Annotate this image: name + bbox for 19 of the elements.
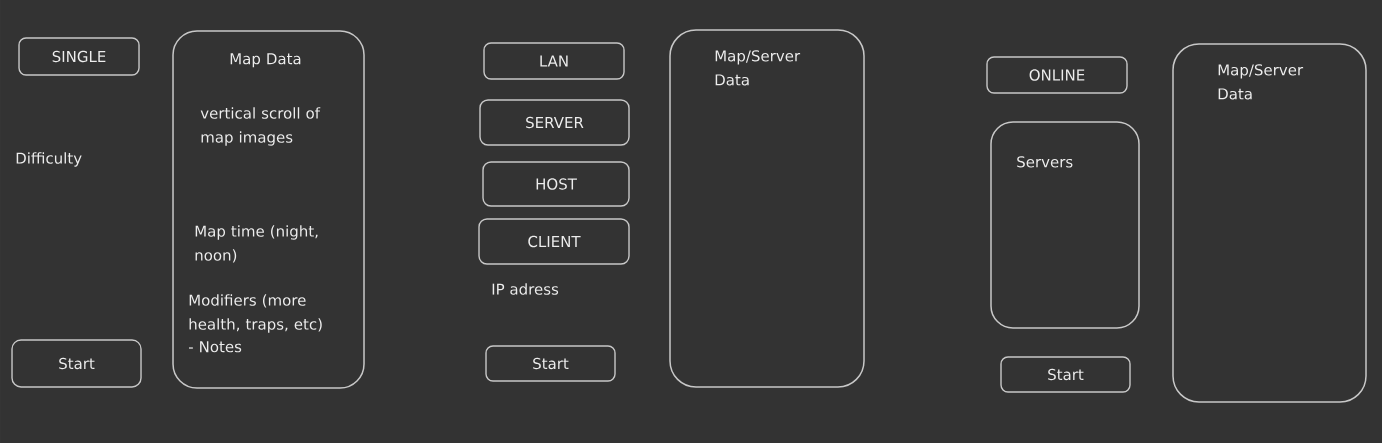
setting-label: Difficulty: [16, 152, 82, 167]
mode-button: LAN: [483, 42, 625, 80]
panel-heading: Map Data: [230, 53, 301, 68]
panel-heading: Map/Server Data: [715, 50, 801, 86]
panel-text: vertical scroll of map images: [200, 107, 321, 146]
panel-heading: Map/Server Data: [1218, 64, 1304, 100]
setting-label: IP adress: [492, 283, 559, 295]
option-button: SERVER: [479, 99, 630, 146]
mode-button: SINGLE: [18, 37, 140, 76]
panel-text: Map time (night, noon): [195, 225, 318, 263]
mode-button: ONLINE: [986, 56, 1128, 94]
start-button: Start: [485, 345, 616, 382]
option-button: CLIENT: [478, 218, 630, 265]
start-button: Start: [1000, 356, 1131, 393]
start-button: Start: [11, 339, 142, 388]
panel-text: - Notes: [188, 341, 242, 353]
panel-text: Modifiers (more health, traps, etc): [189, 294, 322, 333]
option-button: HOST: [482, 161, 630, 207]
panel-heading: Servers: [1017, 156, 1073, 168]
